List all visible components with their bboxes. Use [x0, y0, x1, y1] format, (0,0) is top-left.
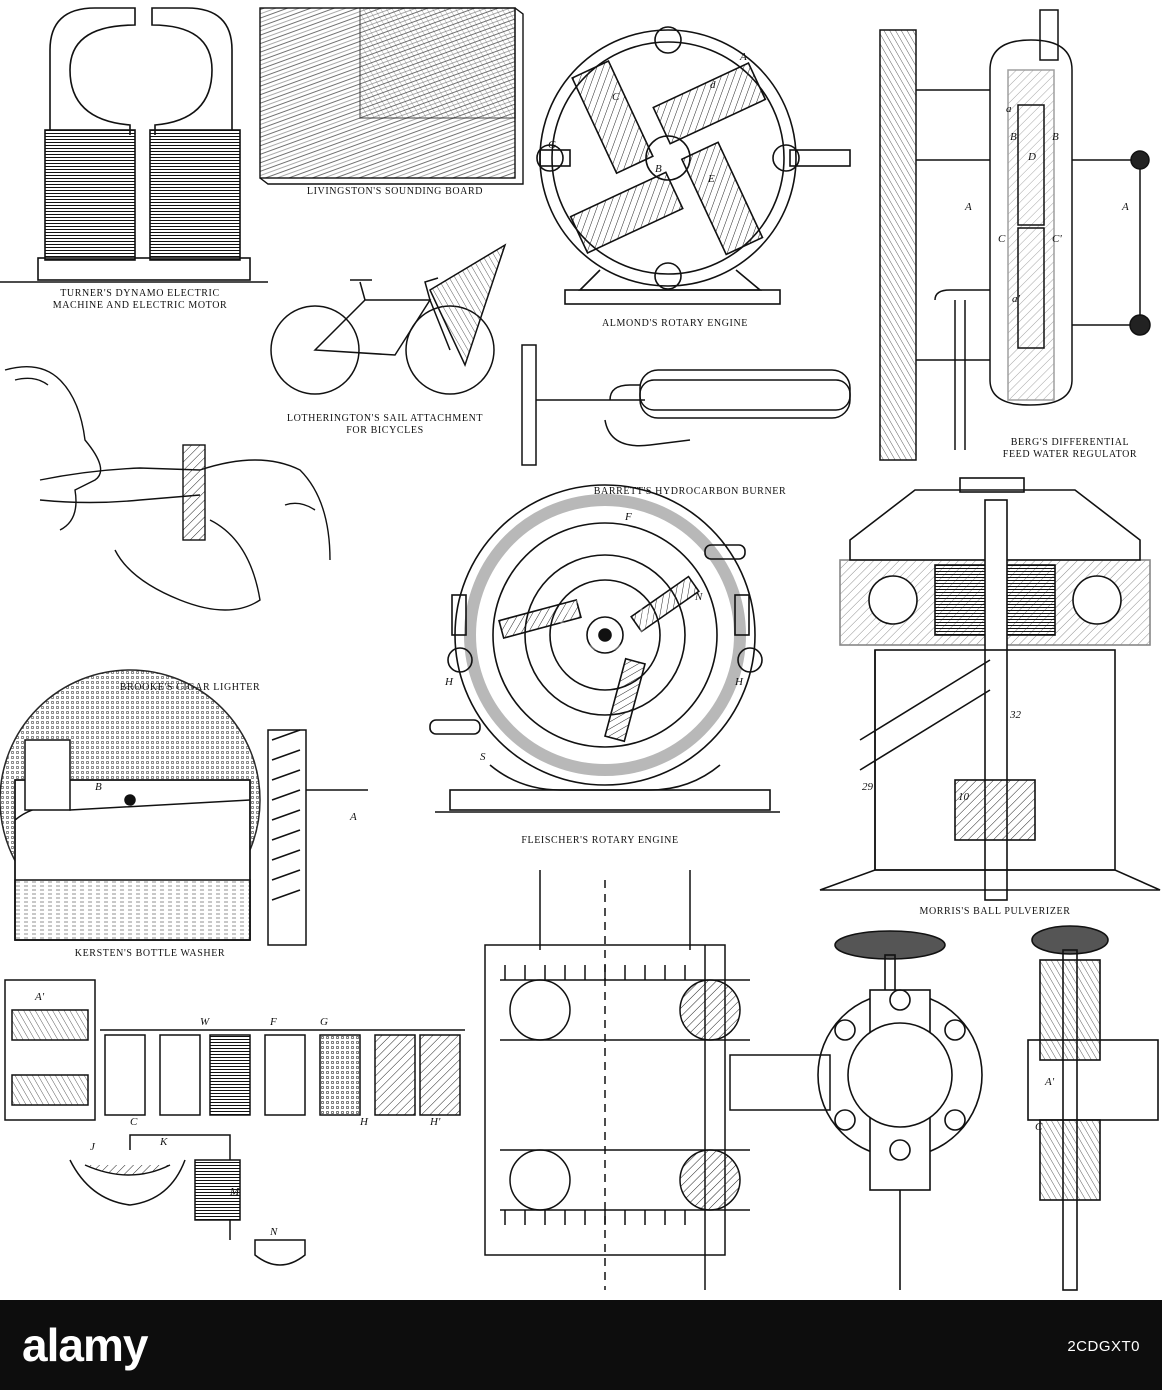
engraving-plate: GACEBdAADBBCC'aa'SHHFNABA'WFGCHH'JKMNA'C…	[0, 7, 1161, 1291]
caption-lotherington: LOTHERINGTON'S SAIL ATTACHMENT FOR BICYC…	[265, 413, 505, 437]
caption-turner-line2: MACHINE AND ELECTRIC MOTOR	[52, 300, 228, 311]
caption-kersten: KERSTEN'S BOTTLE WASHER	[74, 948, 226, 959]
caption-almond: ALMOND'S ROTARY ENGINE	[601, 318, 749, 329]
berg-reference-label: B	[1052, 131, 1059, 143]
process-reference-label: M	[229, 1186, 240, 1198]
almond-reference-label: d	[710, 79, 716, 91]
fleischer-reference-label: F	[624, 511, 632, 523]
barrett-burner-figure	[521, 344, 851, 466]
almond-reference-label: B	[655, 163, 662, 175]
caption-fleischer: FLEISCHER'S ROTARY ENGINE	[521, 835, 679, 846]
fleischer-reference-label: S	[480, 751, 486, 763]
process-reference-label: C	[130, 1116, 138, 1128]
fleischer-reference-label: H	[444, 676, 454, 688]
caption-berg-line1: BERG'S DIFFERENTIAL	[1010, 437, 1130, 448]
process-reference-label: K	[159, 1136, 168, 1148]
valve-figure	[817, 925, 1159, 1291]
morris-pulverizer-figure	[819, 477, 1161, 901]
caption-turner: TURNER'S DYNAMO ELECTRIC MACHINE AND ELE…	[20, 288, 260, 312]
berg-reference-label: C	[998, 233, 1006, 245]
valve-reference-label: A'	[1044, 1076, 1055, 1088]
berg-regulator-figure	[879, 9, 1151, 461]
process-reference-label: J	[90, 1141, 96, 1153]
caption-turner-line1: TURNER'S DYNAMO ELECTRIC	[60, 288, 220, 299]
caption-livingston: LIVINGSTON'S SOUNDING BOARD	[306, 186, 484, 197]
image-reference: 2CDGXT0	[1067, 1338, 1140, 1355]
berg-reference-label: A	[1121, 201, 1129, 213]
process-reference-label: A'	[34, 991, 45, 1003]
brand-logo: alamy	[22, 1319, 148, 1371]
caption-lotherington-line1: LOTHERINGTON'S SAIL ATTACHMENT	[286, 413, 484, 424]
caption-berg-line2: FEED WATER REGULATOR	[1002, 449, 1138, 460]
process-reference-label: H	[359, 1116, 369, 1128]
fleischer-reference-label: H	[734, 676, 744, 688]
caption-barrett: BARRETT'S HYDROCARBON BURNER	[593, 486, 787, 497]
almond-reference-label: G	[548, 139, 556, 151]
kersten-bottle-washer-figure	[0, 669, 368, 946]
caption-brooke: BROOKE'S CIGAR LIGHTER	[119, 682, 261, 693]
cigar-lighter-figure	[4, 366, 331, 611]
process-reference-label: F	[269, 1016, 277, 1028]
almond-reference-label: C	[612, 91, 620, 103]
process-reference-label: W	[200, 1016, 210, 1028]
almond-reference-label: A	[739, 51, 747, 63]
process-reference-label: H'	[429, 1116, 441, 1128]
sounding-board-figure	[259, 7, 524, 185]
process-reference-label: N	[269, 1226, 278, 1238]
fleischer-rotary-engine-figure	[429, 484, 780, 813]
valve-reference-label: C	[1035, 1121, 1043, 1133]
berg-reference-label: B	[1010, 131, 1017, 143]
caption-morris: MORRIS'S BALL PULVERIZER	[919, 906, 1071, 917]
berg-reference-label: A	[964, 201, 972, 213]
caption-lotherington-line2: FOR BICYCLES	[346, 425, 424, 436]
berg-reference-label: C'	[1052, 233, 1062, 245]
conveyor-machine-figure	[484, 870, 831, 1290]
watermark-footer-bar: alamy 2CDGXT0	[0, 1300, 1162, 1390]
process-reference-label: G	[320, 1016, 328, 1028]
fleischer-reference-label: N	[694, 591, 703, 603]
almond-reference-label: E	[707, 173, 715, 185]
almond-rotary-engine-figure	[536, 26, 851, 305]
morris-reference-label: 32	[1009, 709, 1022, 721]
kersten-reference-label: A	[349, 811, 357, 823]
kersten-reference-label: B	[95, 781, 102, 793]
bicycle-sail-figure	[270, 243, 507, 395]
process-apparatus-figure	[4, 979, 465, 1266]
morris-reference-label: 10	[958, 791, 970, 803]
caption-berg: BERG'S DIFFERENTIAL FEED WATER REGULATOR	[980, 437, 1160, 461]
berg-reference-label: a	[1006, 103, 1012, 115]
morris-reference-label: 29	[862, 781, 874, 793]
berg-reference-label: a'	[1012, 293, 1021, 305]
turner-dynamo-figure	[0, 7, 268, 283]
berg-reference-label: D	[1027, 151, 1036, 163]
